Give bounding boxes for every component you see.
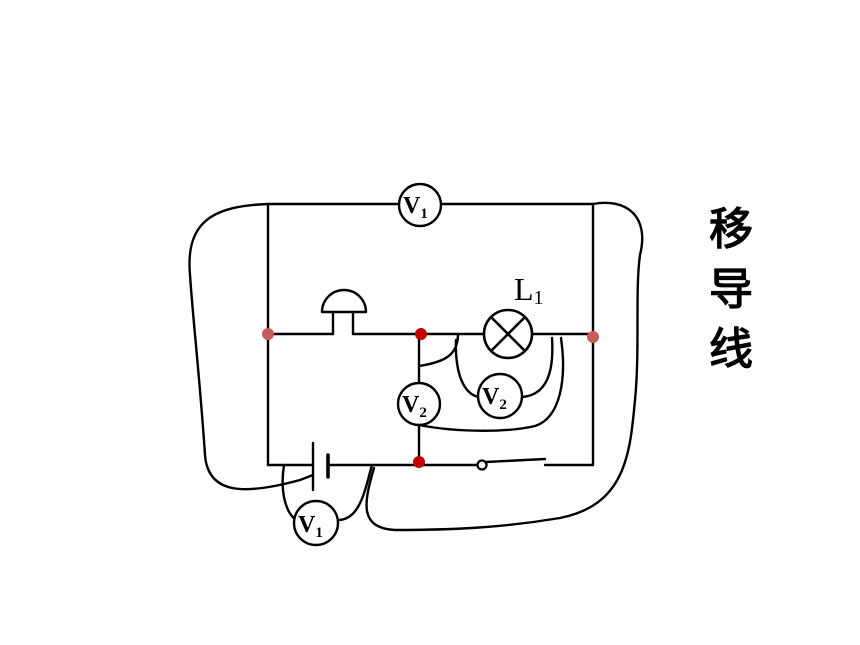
voltmeter-v2-right: V2 (476, 372, 524, 420)
node-left (262, 328, 274, 340)
v2-right-right-lead (520, 336, 554, 399)
bottom-v1-left-lead (281, 463, 298, 522)
switch-blade (484, 457, 547, 464)
side-label-char: 线 (709, 324, 753, 375)
junction-nodes (262, 328, 599, 468)
voltmeter-v2-center: V2 (396, 381, 442, 427)
meter-ring (292, 499, 340, 547)
bell-dome (320, 288, 368, 314)
switch-symbol (476, 457, 547, 471)
v2-center-branch (417, 332, 460, 368)
lamp-l1: L1 (482, 271, 544, 360)
v2-lower-loop (417, 336, 565, 432)
side-label-char: 导 (709, 264, 753, 315)
bell-symbol (320, 288, 368, 336)
battery-symbol (311, 441, 330, 492)
meter-label: V2 (482, 384, 507, 413)
switch-pivot (476, 459, 488, 471)
bottom-v1-right-lead (336, 463, 374, 522)
lamp-label: L1 (514, 271, 544, 309)
lamp-cross-b (489, 315, 527, 353)
node-center-top (415, 328, 427, 340)
meter-ring (397, 182, 443, 228)
node-center-bottom (413, 456, 425, 468)
meter-ring (476, 372, 524, 420)
moved-wires (188, 201, 644, 532)
voltmeter-v1-top: V1 (397, 182, 443, 228)
right-loop-wire (365, 201, 644, 532)
outer-loop-wire (188, 202, 315, 491)
meter-ring (396, 381, 442, 427)
side-label: 移 导 线 (706, 200, 756, 380)
meter-label: V1 (403, 193, 428, 222)
meter-label: V2 (402, 392, 427, 421)
side-label-char: 移 (709, 204, 753, 255)
meter-label: V1 (298, 512, 323, 541)
voltmeter-v1-bottom: V1 (292, 499, 340, 547)
v2-right-left-lead (454, 338, 480, 399)
node-right (587, 331, 599, 343)
